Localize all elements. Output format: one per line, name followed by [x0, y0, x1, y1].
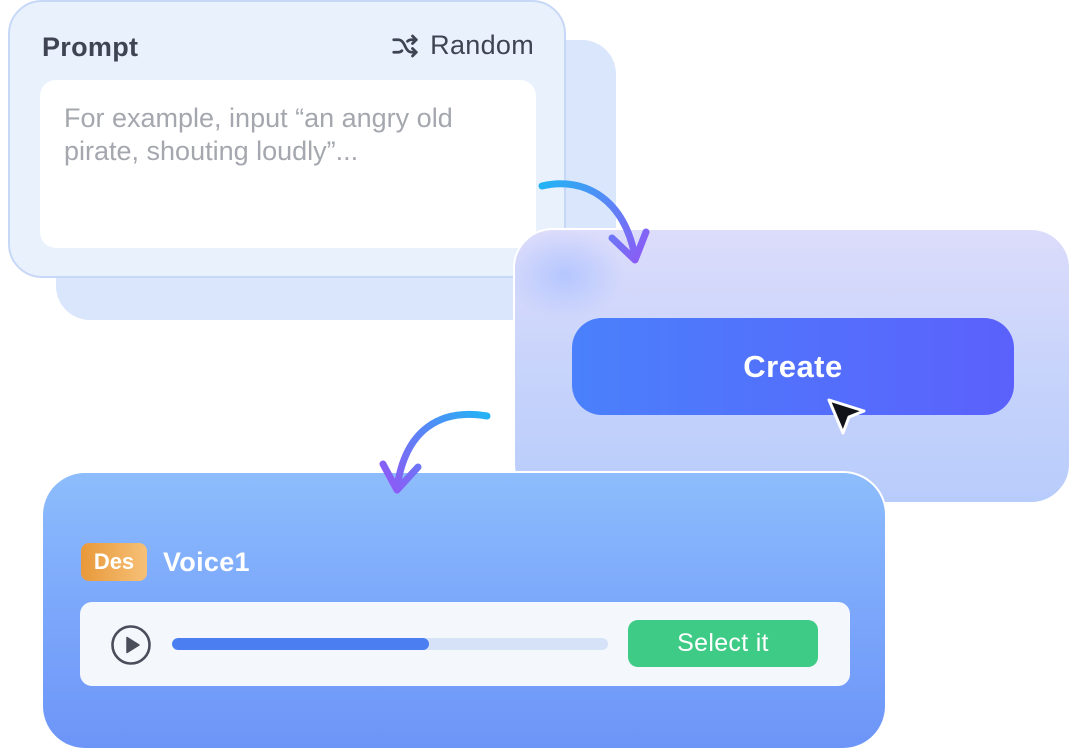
- create-card-glow: [515, 230, 625, 320]
- select-voice-button[interactable]: Select it: [628, 620, 818, 667]
- audio-progress-fill: [172, 638, 430, 650]
- random-button[interactable]: Random: [390, 30, 534, 61]
- audio-player: Select it: [80, 602, 850, 686]
- play-icon[interactable]: [110, 624, 152, 666]
- prompt-title: Prompt: [42, 32, 139, 62]
- voice-name: Voice1: [163, 547, 250, 577]
- prompt-input[interactable]: [40, 80, 536, 248]
- random-label: Random: [430, 30, 534, 60]
- voice-type-badge: Des: [81, 543, 147, 581]
- shuffle-icon: [392, 34, 418, 57]
- prompt-card: Prompt Random: [8, 0, 566, 278]
- voice-result-card: Des Voice1 Select it: [41, 471, 887, 750]
- pointer-cursor-icon: [827, 398, 866, 435]
- create-card: Create: [513, 228, 1071, 504]
- create-button[interactable]: Create: [572, 318, 1014, 415]
- audio-progress-track[interactable]: [172, 638, 608, 650]
